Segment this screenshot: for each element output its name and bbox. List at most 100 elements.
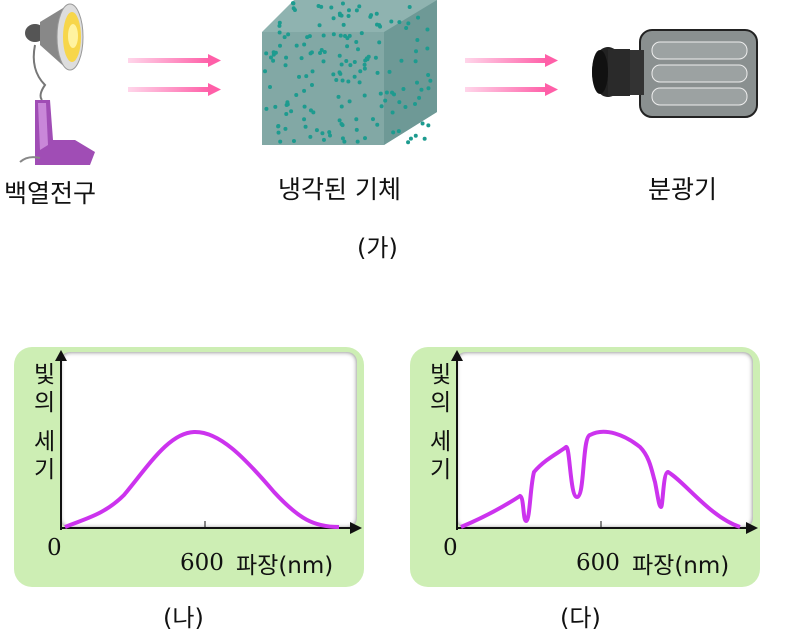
gas-particle	[344, 59, 349, 64]
y-label-char: 빛	[430, 362, 452, 388]
gas-particle	[359, 31, 364, 36]
gas-particle	[387, 69, 392, 74]
gas-particle	[375, 70, 380, 75]
gas-particle	[377, 40, 382, 45]
gas-particle	[286, 32, 291, 37]
gas-particle	[357, 80, 362, 85]
gas-particle	[277, 30, 282, 35]
gas-particle	[383, 98, 388, 103]
gas-particle	[309, 50, 314, 55]
gas-particle	[334, 78, 339, 83]
gas-particle	[318, 51, 323, 56]
gas-particle	[268, 85, 273, 90]
gas-particle	[373, 55, 378, 60]
gas-particle	[268, 55, 273, 60]
gas-particle	[416, 15, 421, 20]
gas-particle	[339, 104, 344, 109]
gas-particle	[346, 14, 351, 19]
graph-continuous: 빛 의 세 기 0 600 파장(nm)	[14, 347, 364, 587]
gas-particle	[397, 20, 402, 25]
gas-particle	[425, 46, 430, 51]
gas-particle	[391, 130, 396, 135]
gas-particle	[321, 137, 326, 142]
gas-particle	[346, 8, 351, 13]
gas-particle	[327, 133, 332, 138]
gas-particle	[271, 58, 276, 63]
gas-particle	[413, 102, 418, 107]
gas-particle	[297, 74, 302, 79]
x-axis-label: 파장(nm)	[632, 553, 730, 579]
y-label-char: 기	[430, 457, 452, 483]
gas-particle	[284, 55, 289, 60]
gas-particle	[337, 118, 342, 123]
gas-particle	[419, 87, 424, 92]
gas-particle	[337, 70, 342, 75]
gas-particle	[389, 19, 394, 24]
gas-particle	[413, 133, 418, 138]
gas-particle	[357, 4, 362, 9]
gas-particle	[329, 5, 334, 10]
gas-particle	[370, 117, 375, 122]
gas-particle	[384, 90, 389, 95]
gas-particle	[396, 129, 401, 134]
gas-particle	[352, 60, 357, 65]
gas-particle	[283, 63, 288, 68]
gas-particle	[304, 74, 309, 79]
caption-ga: (가)	[357, 234, 398, 262]
gas-particle	[406, 140, 411, 145]
gas-particle	[310, 69, 315, 74]
gas-particle	[277, 20, 282, 25]
gas-particle	[420, 121, 425, 126]
light-arrows-icon	[128, 54, 221, 96]
gas-particle	[289, 109, 294, 114]
gas-label: 냉각된 기체	[278, 175, 401, 204]
gas-particle	[319, 47, 324, 52]
gas-particle	[399, 58, 404, 63]
gas-particle	[426, 73, 431, 78]
gas-particle	[397, 100, 402, 105]
gas-particle	[273, 104, 278, 109]
gas-particle	[291, 138, 296, 143]
y-axis-arrow	[55, 350, 67, 361]
gas-particle	[339, 121, 344, 126]
gas-particle	[375, 22, 380, 27]
spectrometer-icon	[592, 29, 758, 118]
gas-particle	[341, 22, 346, 27]
caption-na: (나)	[163, 604, 204, 632]
gas-particle	[352, 74, 357, 79]
gas-particle	[422, 136, 427, 141]
gas-particle	[291, 6, 296, 11]
gas-particle	[355, 139, 360, 144]
lamp-label: 백열전구	[4, 179, 97, 208]
gas-particle	[406, 21, 411, 26]
gas-particle	[327, 130, 332, 135]
gas-particle	[294, 93, 299, 98]
gas-particle	[415, 80, 420, 85]
gas-particle	[337, 53, 342, 58]
gas-particle	[299, 56, 304, 61]
gas-particle	[362, 93, 367, 98]
gas-particle	[425, 27, 430, 32]
y-label-char: 세	[34, 429, 56, 455]
gas-particle	[340, 136, 345, 141]
gas-particle	[417, 95, 422, 100]
gas-particle	[264, 51, 269, 56]
gas-particle	[354, 127, 359, 132]
gas-particle	[375, 122, 380, 127]
cooled-gas-cube-icon	[262, 0, 437, 145]
gas-particle	[415, 38, 420, 43]
gas-particle	[368, 14, 373, 19]
y-label-char: 기	[34, 457, 56, 483]
gas-particle	[278, 43, 283, 48]
gas-particle	[305, 35, 310, 40]
gas-particle	[338, 33, 343, 38]
gas-particle	[339, 62, 344, 67]
spectrum-curve	[460, 429, 741, 529]
gas-particle	[408, 136, 413, 141]
x-axis-arrow	[350, 522, 362, 534]
gas-particle	[283, 126, 288, 131]
y-label-char: 의	[34, 390, 56, 416]
gas-particle	[264, 106, 269, 111]
gas-particle	[314, 128, 319, 133]
